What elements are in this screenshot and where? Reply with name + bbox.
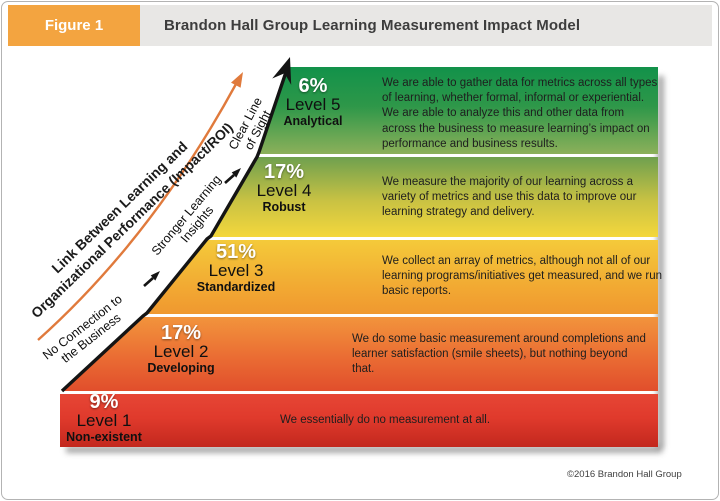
figure-title: Brandon Hall Group Learning Measurement … xyxy=(164,17,581,34)
level-2-title: Level 2 xyxy=(153,342,209,361)
level-4-name: Robust xyxy=(262,200,306,214)
level-4-title: Level 4 xyxy=(256,181,312,200)
level-1-description: We essentially do no measurement at all. xyxy=(279,414,491,426)
level-3-description: We collect an array of metrics, although… xyxy=(382,255,662,298)
level-1-percent: 9% xyxy=(89,391,119,413)
level-3-title: Level 3 xyxy=(208,261,264,280)
figure-header: Brandon Hall Group Learning Measurement … xyxy=(140,5,712,46)
level-3-labels: 51% Level 3 Standardized xyxy=(196,241,276,294)
level-5-description: We are able to gather data for metrics a… xyxy=(382,77,658,150)
level-5-title: Level 5 xyxy=(285,95,341,114)
level-3-percent: 51% xyxy=(215,241,257,263)
band-level-1 xyxy=(60,394,658,447)
band-level-5 xyxy=(257,67,658,154)
level-4-percent: 17% xyxy=(263,161,305,183)
stack-shadow-bottom xyxy=(66,446,662,453)
level-1-labels: 9% Level 1 Non-existent xyxy=(66,391,142,444)
level-2-labels: 17% Level 2 Developing xyxy=(147,322,215,375)
level-3-name: Standardized xyxy=(196,280,276,294)
stack-shadow-right xyxy=(657,76,664,448)
level-4-labels: 17% Level 4 Robust xyxy=(256,161,312,214)
level-4-description: We measure the majority of our learning … xyxy=(382,176,637,219)
level-2-name: Developing xyxy=(147,361,215,375)
copyright-text: ©2016 Brandon Hall Group xyxy=(567,469,682,480)
level-1-name: Non-existent xyxy=(66,430,142,444)
level-5-labels: 6% Level 5 Analytical xyxy=(283,75,343,128)
level-2-description: We do some basic measurement around comp… xyxy=(352,333,646,376)
figure-label: Figure 1 xyxy=(8,5,140,46)
level-2-percent: 17% xyxy=(160,322,202,344)
level-1-title: Level 1 xyxy=(76,411,132,430)
level-5-percent: 6% xyxy=(298,75,328,97)
level-5-name: Analytical xyxy=(283,114,343,128)
